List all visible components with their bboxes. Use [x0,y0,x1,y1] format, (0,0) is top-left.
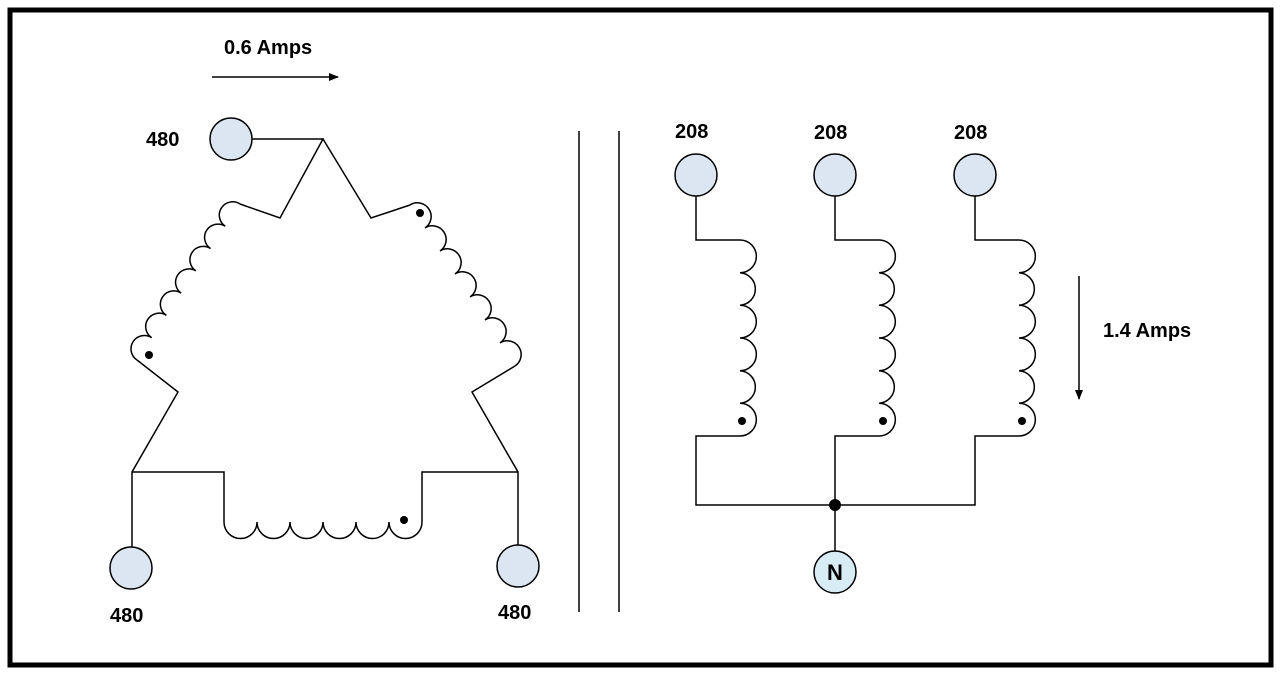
secondary-terminal-1-label: 208 [675,121,708,143]
primary-terminal-bottom-left [109,546,153,590]
primary-left-lower-lead [131,359,179,548]
secondary-phase-2-top-lead [834,195,879,241]
primary-terminal-bottom-right [496,544,540,588]
secondary-terminal-3 [953,153,997,197]
polarity-dot [400,516,408,524]
primary-bottom-coil [223,521,423,540]
primary-bottom-left-lead [132,471,225,522]
secondary-phase-3-top-lead [974,195,1019,241]
primary-current-label: 0.6 Amps [224,37,312,59]
secondary-phase-2-bottom-lead [834,435,879,553]
primary-terminal-top [209,117,253,161]
secondary-phase-2-coil [878,239,897,437]
primary-left-coil [130,201,241,361]
neutral-junction-dot [829,499,841,511]
secondary-phase-3-bottom-lead [835,435,1019,506]
secondary-terminal-2-label: 208 [814,122,847,144]
primary-terminal-bottom-right-label: 480 [498,602,531,624]
polarity-dot [1018,417,1026,425]
primary-right-lower-lead [470,365,519,546]
neutral-terminal [813,550,857,594]
secondary-wye-winding: 208 208 208 N 1.4 Amps [674,121,1191,594]
secondary-terminal-2 [813,153,857,197]
neutral-label: N [827,560,843,585]
primary-terminal-bottom-left-label: 480 [110,605,143,627]
primary-right-coil [409,202,522,367]
primary-terminal-top-label: 480 [146,129,179,151]
polarity-dot [738,417,746,425]
polarity-dot [416,209,424,217]
secondary-terminal-1 [674,153,718,197]
primary-top-lead [239,138,325,219]
secondary-phase-3-coil [1018,239,1037,437]
primary-delta-winding: 0.6 Amps 480 480 480 [109,37,540,627]
secondary-phase-1-coil [739,239,758,437]
polarity-dot [879,417,887,425]
secondary-phase-1-bottom-lead [695,435,835,506]
diagram-border [7,7,1274,668]
primary-bottom-right-lead [421,471,518,522]
polarity-dot [145,351,153,359]
secondary-phase-1-top-lead [695,195,740,241]
primary-top-right-lead [322,138,411,219]
secondary-terminal-3-label: 208 [954,122,987,144]
secondary-current-label: 1.4 Amps [1103,320,1191,342]
